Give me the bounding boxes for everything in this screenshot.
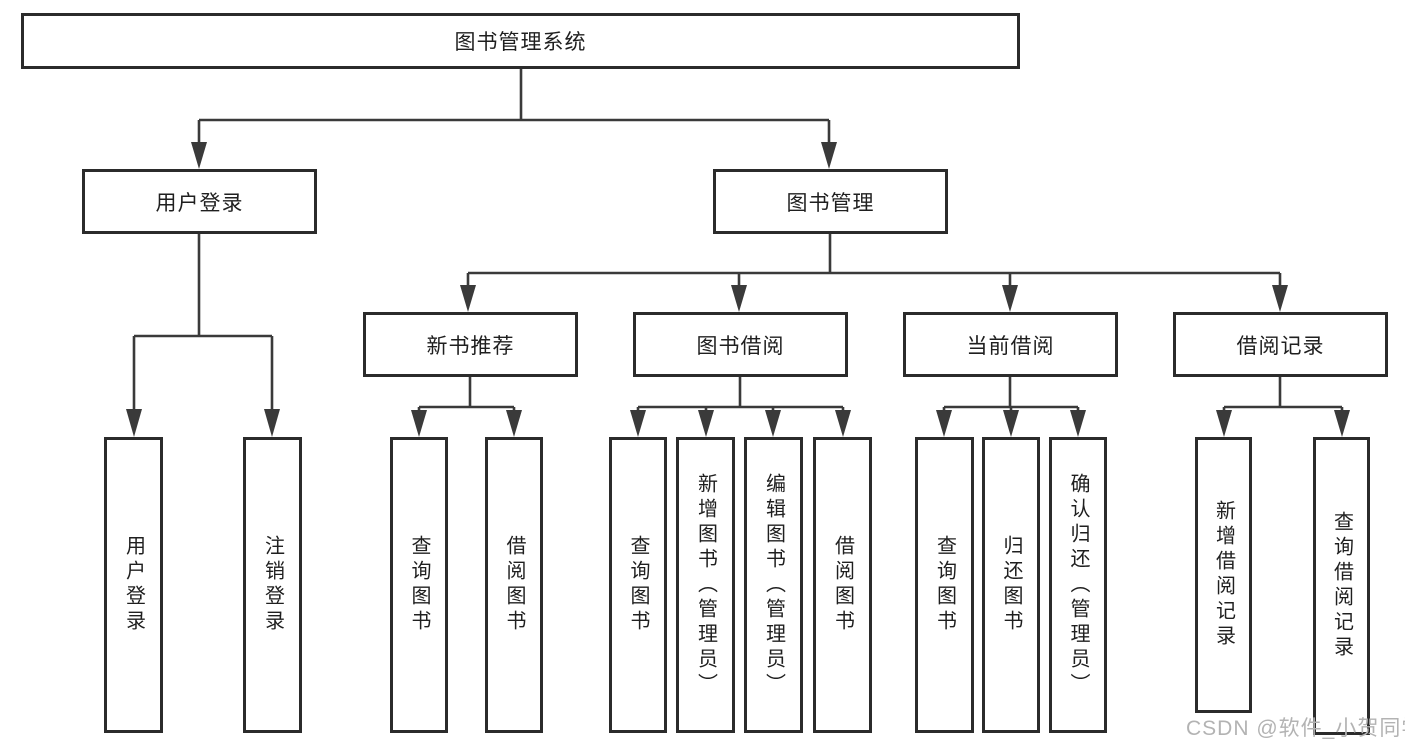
arrowhead (765, 410, 781, 437)
leaf-label: 编辑图书（管理员） (762, 472, 785, 698)
leaf-label: 查询图书 (627, 535, 649, 635)
node-label: 当前借阅 (966, 334, 1055, 358)
leaf-label: 新增图书（管理员） (694, 472, 717, 698)
arrowhead (835, 410, 851, 437)
arrowhead (411, 410, 427, 437)
node-label: 图书借阅 (696, 334, 785, 358)
leaf-label: 查询借阅记录 (1330, 511, 1353, 661)
leaf-label: 查询图书 (408, 535, 430, 635)
node-library-management-system: 图书管理系统 (21, 13, 1020, 69)
node-label: 图书管理系统 (454, 31, 587, 54)
leaf-query-books-borrow: 查询图书 (609, 437, 667, 733)
leaf-borrow-books: 借阅图书 (813, 437, 872, 733)
leaf-label: 用户登录 (122, 535, 145, 635)
leaf-query-books-recommend: 查询图书 (390, 437, 448, 733)
node-user-login: 用户登录 (82, 169, 317, 234)
arrowhead (506, 410, 522, 437)
node-new-book-recommend: 新书推荐 (363, 312, 578, 377)
arrowhead (936, 410, 952, 437)
arrowhead (1334, 410, 1350, 437)
csdn-watermark: CSDN @软件_小贺同学 (1186, 717, 1405, 740)
leaf-label: 归还图书 (1000, 535, 1022, 635)
arrowhead (731, 285, 747, 312)
leaf-label: 确认归还（管理员） (1067, 472, 1089, 698)
arrowhead (1070, 410, 1086, 437)
leaf-borrow-books-recommend: 借阅图书 (485, 437, 543, 733)
arrowhead (821, 142, 837, 169)
leaf-add-book-admin: 新增图书（管理员） (676, 437, 735, 733)
node-book-borrow: 图书借阅 (633, 312, 848, 377)
arrowhead (191, 142, 207, 169)
node-book-management: 图书管理 (713, 169, 948, 234)
leaf-label: 查询图书 (933, 535, 956, 635)
connector-root-to-level2 (197, 69, 831, 144)
connector-book-borrow-children (636, 377, 845, 412)
leaf-logout: 注销登录 (243, 437, 302, 733)
node-label: 用户登录 (155, 191, 244, 215)
connector-current-borrow-children (942, 377, 1080, 412)
leaf-query-borrow-record: 查询借阅记录 (1313, 437, 1370, 735)
connector-user-login-children (132, 234, 274, 411)
leaf-label: 借阅图书 (503, 535, 525, 635)
arrowhead (1216, 410, 1232, 437)
arrowhead (126, 409, 142, 437)
arrowhead (1272, 285, 1288, 312)
leaf-user-login: 用户登录 (104, 437, 163, 733)
connector-book-management-children (466, 234, 1282, 287)
leaf-return-book: 归还图书 (982, 437, 1040, 733)
arrowhead (1002, 285, 1018, 312)
connector-borrow-records-children (1222, 377, 1344, 412)
arrowhead (698, 410, 714, 437)
arrowhead (460, 285, 476, 312)
node-label: 新书推荐 (426, 334, 515, 358)
node-label: 图书管理 (786, 191, 875, 215)
node-current-borrow: 当前借阅 (903, 312, 1118, 377)
leaf-query-books-current: 查询图书 (915, 437, 974, 733)
node-label: 借阅记录 (1236, 334, 1325, 358)
leaf-edit-book-admin: 编辑图书（管理员） (744, 437, 803, 733)
arrowhead (1003, 410, 1019, 437)
connector-new-book-recommend-children (417, 377, 516, 412)
leaf-add-borrow-record: 新增借阅记录 (1195, 437, 1252, 713)
arrowhead (630, 410, 646, 437)
leaf-label: 借阅图书 (831, 535, 854, 635)
node-borrow-records: 借阅记录 (1173, 312, 1388, 377)
leaf-label: 注销登录 (261, 535, 284, 635)
arrowheads (126, 142, 1350, 437)
leaf-confirm-return-admin: 确认归还（管理员） (1049, 437, 1107, 733)
leaf-label: 新增借阅记录 (1212, 500, 1235, 650)
arrowhead (264, 409, 280, 437)
